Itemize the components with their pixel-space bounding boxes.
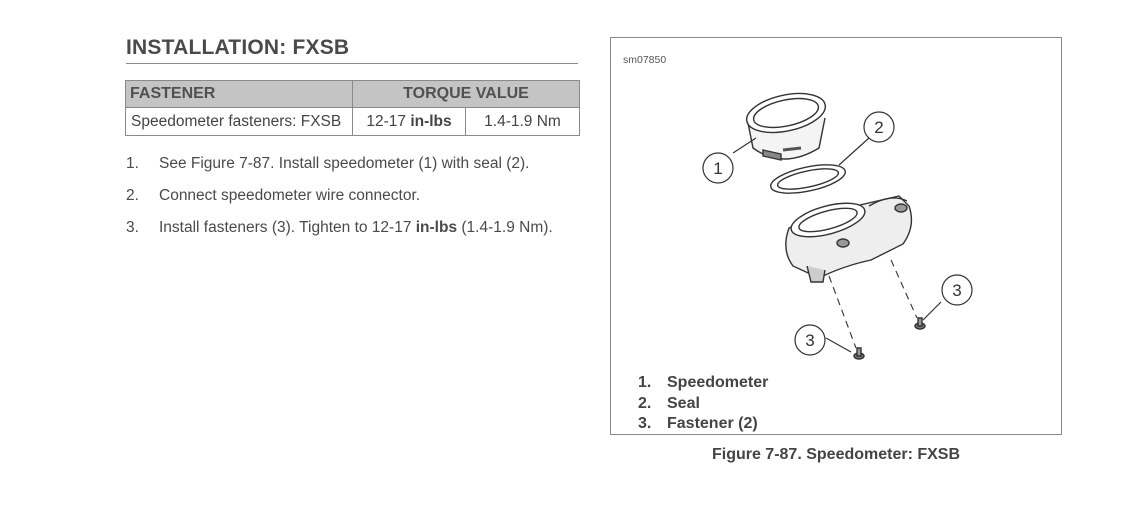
torque-table: FASTENER TORQUE VALUE Speedometer fasten… [125, 80, 580, 136]
header-torque-value: TORQUE VALUE [352, 80, 580, 108]
title-divider [126, 63, 578, 64]
step-text: Connect speedometer wire connector. [159, 187, 421, 204]
callout-1-circle [702, 152, 734, 184]
callout-3b-circle [794, 324, 826, 356]
fastener-part [853, 317, 926, 360]
legend-label: Seal [667, 394, 700, 412]
figure-box: sm07850 [610, 37, 1062, 435]
step-number: 3. [126, 219, 139, 236]
seal-part [770, 164, 846, 194]
step-text: Install fasteners (3). Tighten to 12-17 … [159, 219, 553, 237]
header-fastener: FASTENER [125, 80, 353, 108]
callout-2-circle [863, 111, 895, 143]
legend-label: Speedometer [667, 374, 769, 391]
step-text-pre: Install fasteners (3). Tighten to 12-17 [159, 219, 416, 236]
cell-torque-nm: 1.4-1.9 Nm [465, 107, 580, 136]
callout-3a-circle [941, 274, 973, 306]
legend-number: 3. [638, 415, 652, 432]
step-text: See Figure 7-87. Install speedometer (1)… [159, 155, 530, 172]
torque-inlbs-unit: in-lbs [410, 112, 452, 130]
speedometer-part [745, 92, 827, 161]
callout-3b-label: 3 [805, 331, 814, 350]
legend-label: Fastener (2) [667, 415, 758, 432]
step-text-post: (1.4-1.9 Nm). [457, 219, 553, 236]
step-number: 2. [126, 187, 139, 204]
cell-fastener: Speedometer fasteners: FXSB [125, 107, 353, 136]
legend-number: 1. [638, 374, 652, 391]
speedometer-illustration: 1 2 3 3 [702, 92, 973, 360]
table-header-row: FASTENER TORQUE VALUE [125, 80, 580, 108]
cell-torque-inlbs: 12-17 in-lbs [352, 107, 466, 136]
step-number: 1. [126, 155, 139, 172]
figure-id: sm07850 [623, 54, 667, 66]
torque-inlbs-value: 12-17 [366, 112, 406, 130]
section-title: INSTALLATION: FXSB [126, 36, 350, 59]
callout-3a-label: 3 [952, 281, 961, 300]
step-text-bold: in-lbs [415, 219, 458, 236]
housing-part [785, 195, 913, 283]
callout-1-label: 1 [713, 159, 722, 178]
figure-caption: Figure 7-87. Speedometer: FXSB [711, 446, 961, 463]
callout-2-label: 2 [874, 118, 883, 137]
table-row: Speedometer fasteners: FXSB 12-17 in-lbs… [125, 107, 580, 136]
legend-number: 2. [638, 394, 652, 412]
